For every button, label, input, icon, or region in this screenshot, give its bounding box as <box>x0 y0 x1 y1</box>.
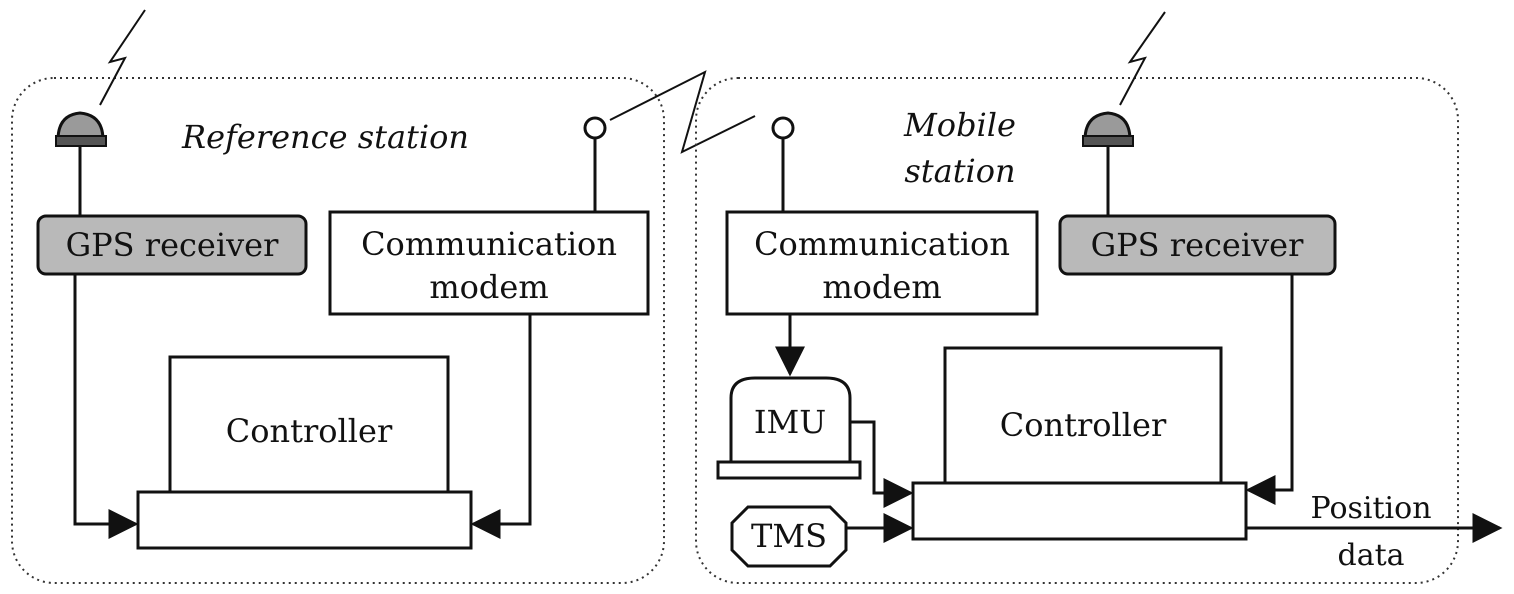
mobile-station-boundary <box>695 77 1459 584</box>
position-data-label-line1: Position <box>1310 491 1431 526</box>
gps-antenna-icon <box>1082 11 1166 216</box>
controller-label: Controller <box>1000 406 1167 444</box>
gps-receiver-box <box>1058 214 1337 276</box>
tms-label: TMS <box>751 517 827 555</box>
position-data-label-line2: data <box>1337 538 1404 573</box>
radio-antenna-icon <box>583 116 607 212</box>
imu-unit <box>716 376 862 480</box>
imu-label: IMU <box>754 403 826 441</box>
mobile-station-group: Mobile station Communication modem GPS r… <box>695 11 1503 584</box>
controller-base <box>136 490 473 550</box>
communication-modem-label-line2: modem <box>429 268 548 306</box>
mobile-station-title-line1: Mobile <box>903 106 1016 144</box>
imu-to-controller-arrow <box>850 420 914 508</box>
communication-modem-label-line1: Communication <box>361 225 617 263</box>
modem-to-controller-arrow <box>470 314 532 539</box>
gps-to-controller-arrow <box>73 274 139 539</box>
radio-antenna-icon <box>771 116 795 212</box>
communication-modem-label-line2: modem <box>822 268 941 306</box>
controller-base <box>911 481 1248 541</box>
gps-receiver-box <box>36 214 308 276</box>
gps-to-controller-arrow <box>1245 274 1294 505</box>
communication-modem-box <box>328 210 650 316</box>
communication-modem-label-line1: Communication <box>754 225 1010 263</box>
communication-modem-box <box>725 210 1039 316</box>
reference-station-group: Reference station GPS receiver Communica… <box>11 9 665 584</box>
gps-receiver-label: GPS receiver <box>66 226 280 264</box>
radio-link-icon <box>609 70 756 154</box>
reference-station-boundary <box>11 77 665 584</box>
tms-box <box>730 505 848 568</box>
mobile-station-title-line2: station <box>904 152 1015 190</box>
gps-receiver-label: GPS receiver <box>1091 226 1305 264</box>
reference-station-title: Reference station <box>181 118 469 156</box>
gps-antenna-icon <box>55 9 146 216</box>
controller-screen <box>168 355 450 494</box>
controller-label: Controller <box>226 412 393 450</box>
